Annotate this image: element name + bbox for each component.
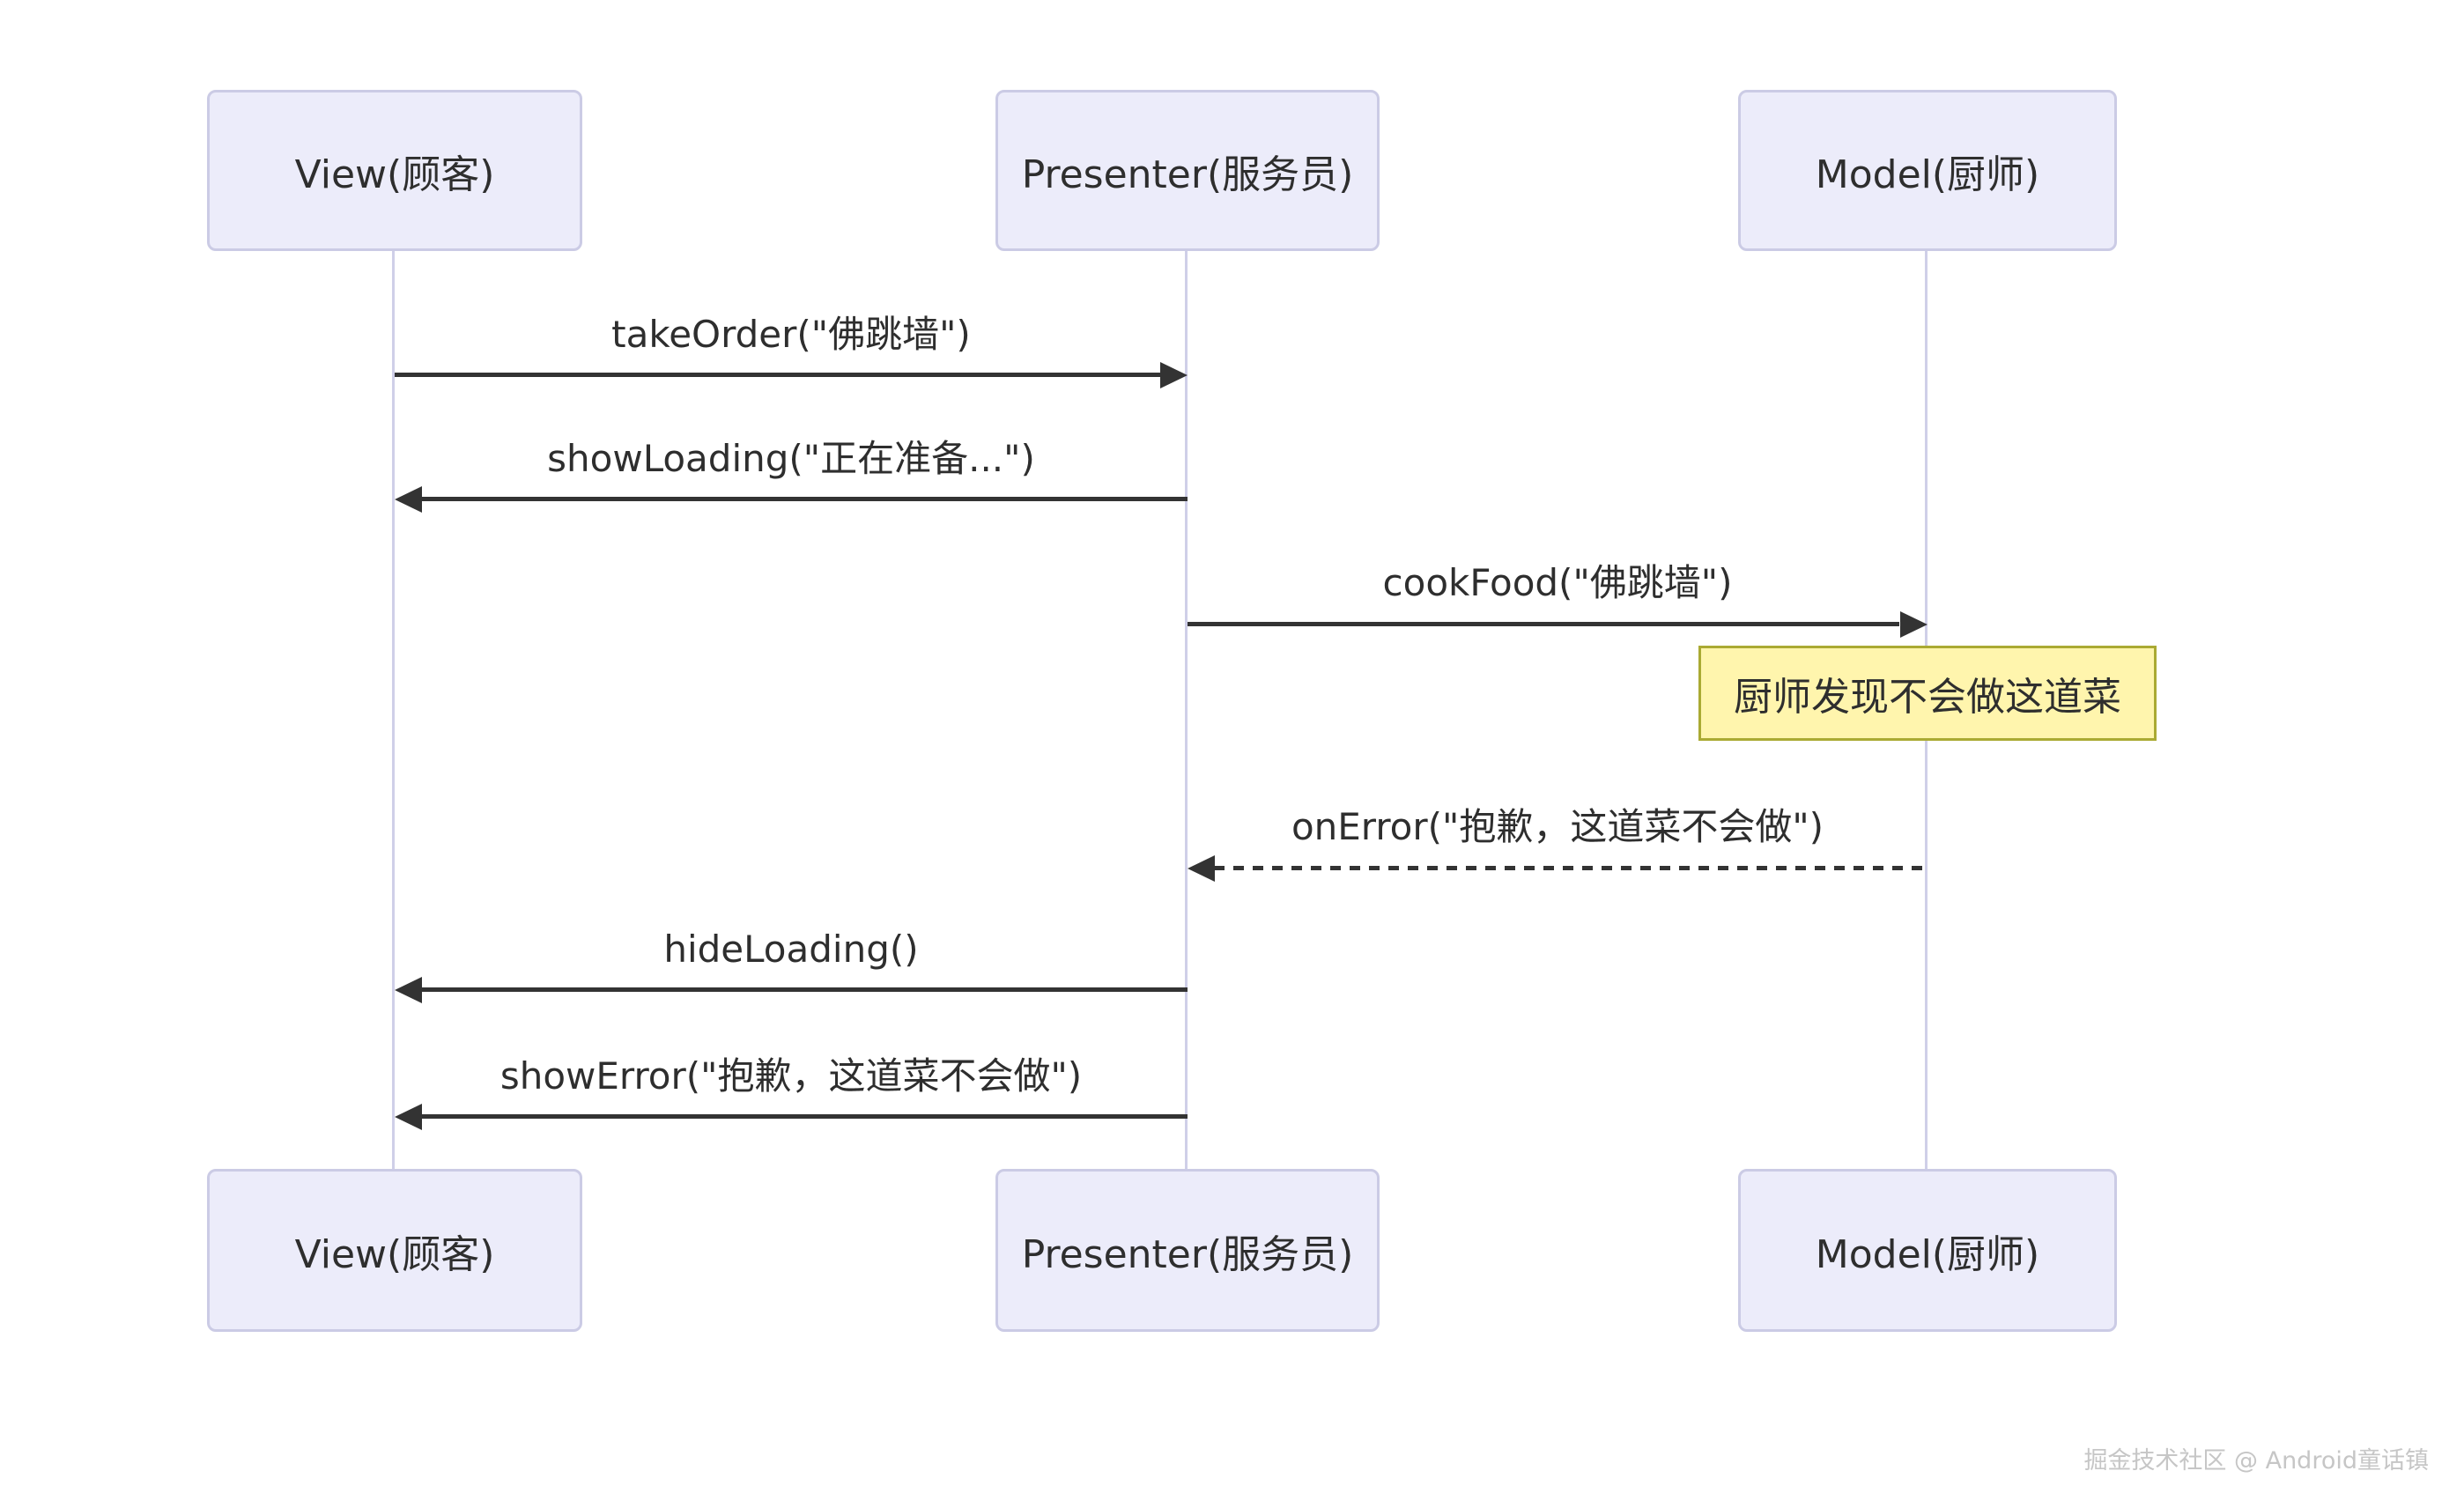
arrowhead-left-icon [395,1104,422,1130]
message-label-takeorder: takeOrder("佛跳墙") [611,313,971,356]
arrowhead-left-icon [395,977,422,1003]
message-label-onerror: onError("抱歉，这道菜不会做") [1291,805,1824,848]
actor-presenter-bottom: Presenter(服务员) [995,1169,1380,1332]
actor-view-label: View(顾客) [294,152,495,197]
watermark-text: 掘金技术社区 @ Android童话镇 [2083,1447,2429,1475]
message-line-showloading [421,497,1188,501]
arrowhead-left-icon [395,486,422,513]
arrowhead-right-icon [1160,362,1188,388]
actor-view-bottom: View(顾客) [207,1169,582,1332]
message-label-showerror: showError("抱歉，这道菜不会做") [499,1054,1083,1098]
actor-model-label: Model(厨师) [1815,1231,2040,1277]
message-label-cookfood: cookFood("佛跳墙") [1382,561,1733,604]
actor-view-top: View(顾客) [207,90,582,251]
actor-presenter-top: Presenter(服务员) [995,90,1380,251]
arrowhead-left-icon [1188,855,1215,882]
message-line-showerror [421,1114,1188,1119]
actor-model-label: Model(厨师) [1815,152,2040,197]
note-box: 厨师发现不会做这道菜 [1698,646,2157,741]
actor-model-top: Model(厨师) [1738,90,2117,251]
message-label-hideloading: hideLoading() [663,928,919,971]
actor-view-label: View(顾客) [294,1231,495,1277]
note-label: 厨师发现不会做这道菜 [1734,675,2121,720]
message-line-onerror [1214,866,1928,870]
message-line-takeorder [395,373,1161,377]
actor-presenter-label: Presenter(服务员) [1021,1231,1354,1277]
actor-presenter-label: Presenter(服务员) [1021,152,1354,197]
message-line-hideloading [421,987,1188,992]
lifeline-view [392,251,395,1169]
message-line-cookfood [1188,622,1899,626]
actor-model-bottom: Model(厨师) [1738,1169,2117,1332]
lifeline-presenter [1185,251,1188,1169]
arrowhead-right-icon [1900,611,1928,638]
message-label-showloading: showLoading("正在准备...") [547,437,1035,480]
